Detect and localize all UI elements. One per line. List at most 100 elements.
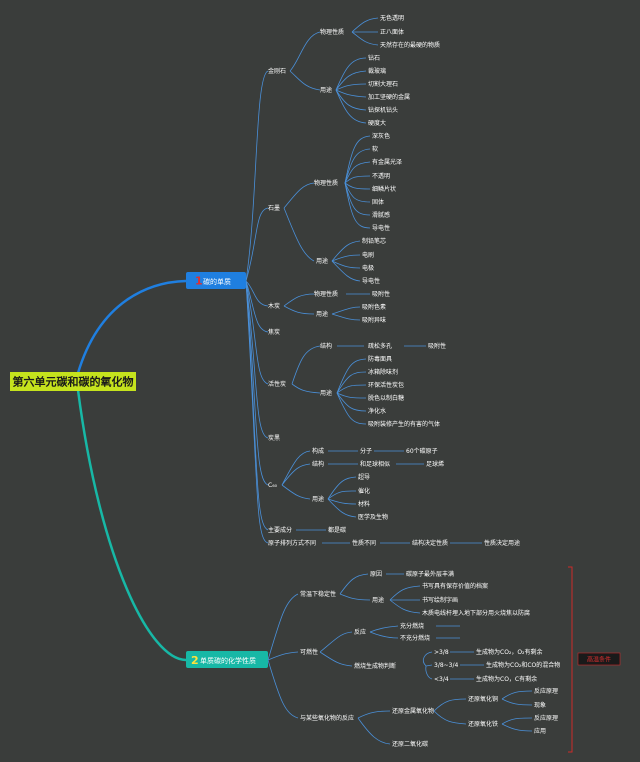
charcoal-phys-label: 物理性质 [314,290,338,298]
branch2-number: 2 [191,654,199,667]
graphite-use-label: 用途 [316,257,328,265]
graphite-phys-item: 有金属光泽 [372,158,402,166]
c60-comp-label: 构成 [312,447,324,455]
reduce-cuo-label: 还原氧化铜 [468,695,498,703]
stable-reason-label: 原因 [370,571,382,578]
graphite-use-item: 制铅笔芯 [362,237,386,245]
root-title: 第六单元碳和碳的氧化物 [13,375,134,389]
c60-label: C₆₀ [268,482,278,489]
graphite-phys-item: 滑腻感 [372,211,390,219]
diamond-phys-item: 无色透明 [380,14,404,22]
graphite-use-item: 电极 [362,264,374,272]
arrangement-label: 原子排列方式不同 [268,539,316,547]
c60-comp-value: 分子 [360,447,372,455]
combust-react-label: 反应 [354,628,366,636]
arrangement-v2: 结构决定性质 [412,539,448,547]
stable-use-item: 木质电线杆埋入地下部分用火烧焦以防腐 [422,609,530,617]
cuo-item: 现象 [534,701,546,709]
condition-box [577,652,621,666]
c60-struct-value: 和足球相似 [360,460,390,468]
active-use-label: 用途 [320,389,332,397]
carbon-black-label: 炭黑 [268,435,280,442]
combust-react-item: 不充分燃烧 [400,634,430,642]
result-item: 生成物为CO₂和CO的混合物 [486,661,560,669]
arrangement-v1: 性质不同 [352,539,376,547]
c60-use-item: 超导 [358,473,370,481]
active-struct-label: 结构 [320,342,332,350]
graphite-phys-item: 软 [372,145,378,153]
charcoal-phys-value: 吸附性 [372,290,390,298]
graphite-phys-item: 深灰色 [372,132,390,140]
graphite-use-item: 导电性 [362,277,380,285]
active-use-item: 冰箱除味剂 [368,368,398,376]
root-box [10,372,136,391]
stable-use-item: 书写具有保存价值的档案 [422,582,488,590]
charcoal-use-item: 吸附色素 [362,303,386,311]
reduce-fe2o3-label: 还原氧化铁 [468,720,498,728]
ratio-item: 3/8~3/4 [434,662,459,669]
graphite-phys-item: 不透明 [372,172,390,180]
active-struct-value: 疏松多孔 [368,342,392,350]
active-use-item: 环保活性炭包 [368,381,404,389]
branch2-box [186,651,268,668]
branch1-box [186,272,246,289]
branch1-number: 1 [195,275,203,288]
condition-bracket [568,566,573,753]
c60-use-item: 催化 [358,487,370,495]
oxide-label: 与某些氧化物的反应 [300,714,354,722]
c60-use-item: 医学及生物 [358,513,388,521]
graphite-phys-item: 固体 [372,198,384,206]
stable-use-label: 用途 [372,596,384,604]
branch2-label: 单质碳的化学性质 [200,656,256,665]
stable-label: 常温下稳定性 [300,590,336,598]
active-carbon-label: 活性炭 [268,380,286,388]
graphite-label: 石墨 [268,205,280,212]
stable-reason-value: 碳原子最外层丰满 [406,570,454,578]
cuo-item: 反应原理 [534,687,558,695]
diamond-use-item: 加工坚硬的金属 [368,93,410,101]
ratio-item: >3/8 [434,649,449,656]
diamond-use-item: 钻石 [368,54,380,62]
charcoal-label: 木炭 [268,302,280,310]
fe2o3-item: 反应原理 [534,714,558,722]
main-comp-value: 都是碳 [328,526,346,534]
diamond-label: 金刚石 [268,67,286,75]
diamond-phys-item: 天然存在的最硬的物质 [380,41,440,49]
ratio-item: <3/4 [434,676,449,683]
c60-use-item: 材料 [358,500,370,508]
connector-lines [76,17,533,745]
result-item: 生成物为CO₂，O₂有剩余 [476,648,542,656]
condition-label: 高温条件 [587,656,611,664]
c60-struct-value2: 足球烯 [426,460,444,468]
reduce-co2-label: 还原二氧化碳 [392,740,428,748]
arrangement-v3: 性质决定用途 [484,539,520,547]
coke-label: 焦炭 [268,328,280,336]
graphite-phys-item: 细鳞片状 [372,185,396,193]
diamond-use-item: 硬度大 [368,119,386,127]
diamond-phys-item: 正八面体 [380,28,404,36]
c60-use-label: 用途 [312,495,324,503]
combust-judge-label: 燃烧生成物判断 [354,662,396,670]
c60-struct-label: 结构 [312,460,324,468]
main-comp-label: 主要成分 [268,526,292,534]
branch1-label: 碳的单质 [203,277,231,286]
fe2o3-item: 应用 [534,727,546,735]
charcoal-use-label: 用途 [316,310,328,318]
diamond-use-item: 切割大理石 [368,80,398,88]
stable-use-item: 书写绘制字画 [422,596,458,604]
combust-label: 可燃性 [300,648,318,656]
graphite-use-item: 电刷 [362,251,374,259]
diamond-use-item: 裁玻璃 [368,67,386,75]
active-use-item: 吸附装修产生的有害的气体 [368,420,440,428]
diamond-use-label: 用途 [320,86,332,94]
oxide-metal-label: 还原金属氧化物 [392,707,434,715]
active-use-item: 防毒面具 [368,355,392,363]
diamond-use-item: 钻探机钻头 [368,106,398,114]
c60-comp-value2: 60个碳原子 [406,447,438,455]
result-item: 生成物为CO，C有剩余 [476,675,537,683]
graphite-phys-label: 物理性质 [314,179,338,187]
charcoal-use-item: 吸附异味 [362,316,386,324]
diamond-phys-label: 物理性质 [320,28,344,36]
graphite-phys-item: 导电性 [372,224,390,232]
combust-react-item: 充分燃烧 [400,622,424,630]
